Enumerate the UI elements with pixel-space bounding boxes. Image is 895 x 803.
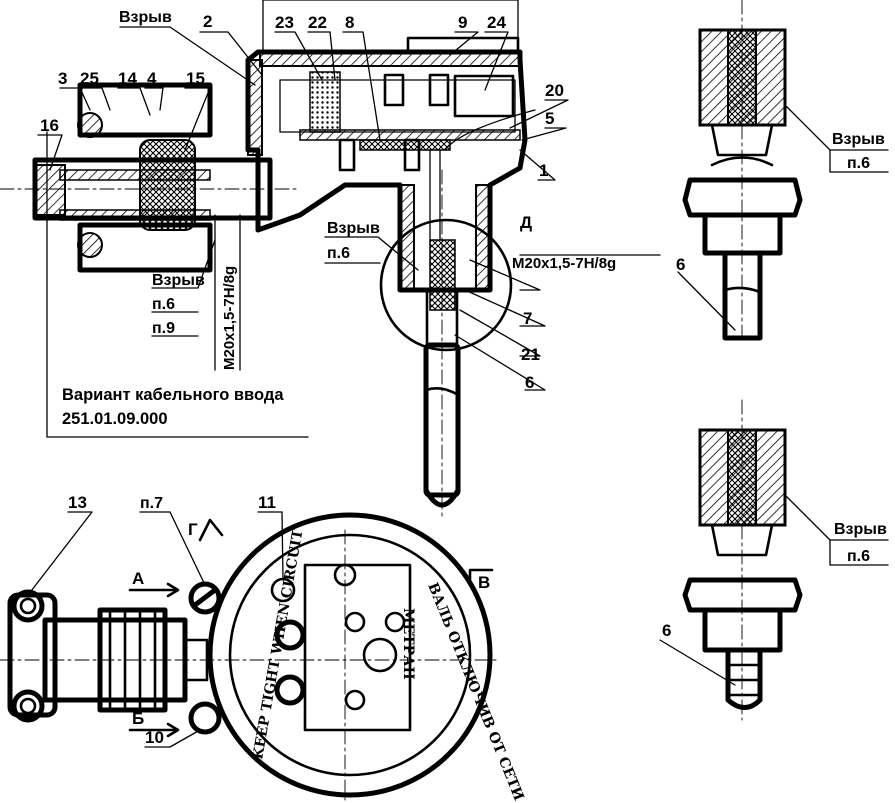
callout-8: 8 (345, 13, 354, 32)
callout-16: 16 (40, 116, 59, 135)
callout-labels: 2 23 22 8 9 24 20 5 1 3 25 14 4 15 16 7 … (40, 12, 685, 747)
callout-4: 4 (147, 69, 157, 88)
terminal-2 (274, 674, 306, 706)
terminal-block-24 (453, 74, 515, 118)
gland-flange (77, 82, 213, 138)
callout-5: 5 (545, 109, 554, 128)
callout-24: 24 (487, 13, 506, 32)
ground-10 (188, 701, 222, 735)
section-mark-a: А (132, 569, 144, 588)
screw-b (428, 73, 450, 107)
section-mark-b: Б (132, 709, 144, 728)
callout-3: 3 (58, 69, 67, 88)
explosion-label-upper: Взрыв (832, 131, 885, 148)
gland-stud-16 (34, 164, 66, 216)
cover-inner (228, 533, 472, 777)
callout-22: 22 (308, 13, 327, 32)
callout-14: 14 (118, 69, 137, 88)
callout-6-lower: 6 (662, 621, 671, 640)
probe-view-upper (677, 0, 889, 341)
explosion-p7-front: п.7 (140, 495, 163, 512)
callout-20: 20 (545, 81, 564, 100)
callout-9: 9 (458, 13, 467, 32)
explosion-p6-inlet: п.6 (327, 245, 350, 262)
cable-variant-line2: 251.01.09.000 (62, 410, 168, 428)
thread-cable: M20x1,5-7H/8g (221, 266, 238, 370)
screw-a (383, 73, 405, 107)
callout-7: 7 (523, 309, 532, 328)
callout-13: 13 (68, 493, 87, 512)
gland-bolt-bottom (77, 232, 103, 258)
explosion-label-lower: Взрыв (834, 521, 887, 538)
cover (262, 0, 519, 53)
explosion-p6-lower: п.6 (847, 548, 870, 565)
variant-frame (46, 131, 309, 438)
mounting-plate (303, 563, 412, 732)
connector-22 (309, 71, 341, 133)
housing-hatch-left (247, 59, 263, 156)
inlet-hatch-right (475, 184, 491, 291)
section-mark-g: Г (188, 520, 198, 539)
section-mark-v: В (478, 573, 490, 592)
section-mark-d: Д (520, 213, 532, 232)
cover-ring-top: ВАЛЬ ОТКЛЮЧИВ ОТ СЕТИ (424, 581, 526, 803)
section-marks: Д А Б В Г (132, 213, 532, 728)
sensor-seal (429, 239, 456, 311)
callout-25: 25 (80, 69, 99, 88)
callout-2: 2 (203, 12, 212, 31)
explosion-p6-gland: п.6 (152, 296, 175, 313)
front-view (0, 511, 501, 801)
callout-6-main: 6 (525, 373, 534, 392)
screw-d (403, 138, 421, 172)
explosion-label-gland: Взрыв (152, 272, 205, 289)
explosion-p9-gland: п.9 (152, 320, 175, 337)
explosion-label-top: Взрыв (119, 9, 172, 26)
screw-c (338, 138, 356, 172)
callout-6-upper: 6 (676, 255, 685, 274)
housing-hatch-top (259, 51, 521, 67)
callout-1: 1 (539, 161, 548, 180)
callout-11: 11 (258, 493, 276, 512)
probe-view-lower (659, 399, 889, 721)
thread-specs: M20x1,5-7H/8g M20x1,5-7H/8g (221, 255, 616, 370)
gland-bolt-top (77, 112, 103, 138)
detail-circle (379, 218, 513, 352)
cover-boss (406, 36, 520, 54)
cover-brand: МЕТРАН (400, 608, 416, 680)
main-section-view (0, 0, 536, 521)
explosion-notes: Взрыв Взрыв п.6 Взрыв п.6 п.9 Взрыв п.6 … (119, 9, 887, 565)
leader-lines (37, 26, 661, 391)
screw-top (333, 563, 357, 587)
callout-10: 10 (145, 728, 164, 747)
gland-seal-15 (139, 139, 196, 231)
callout-23: 23 (275, 13, 294, 32)
terminal-1 (274, 619, 306, 651)
explosion-label-inlet: Взрыв (327, 220, 380, 237)
cable-variant-line1: Вариант кабельного ввода (62, 386, 284, 404)
callout-15: 15 (186, 69, 205, 88)
cable-variant-caption: Вариант кабельного ввода 251.01.09.000 (62, 386, 284, 428)
thread-inlet: M20x1,5-7H/8g (512, 255, 616, 272)
cover-outer (207, 512, 493, 798)
explosion-p6-upper: п.6 (847, 155, 870, 172)
callout-21: 21 (521, 345, 540, 364)
sensor-wires (429, 109, 536, 241)
